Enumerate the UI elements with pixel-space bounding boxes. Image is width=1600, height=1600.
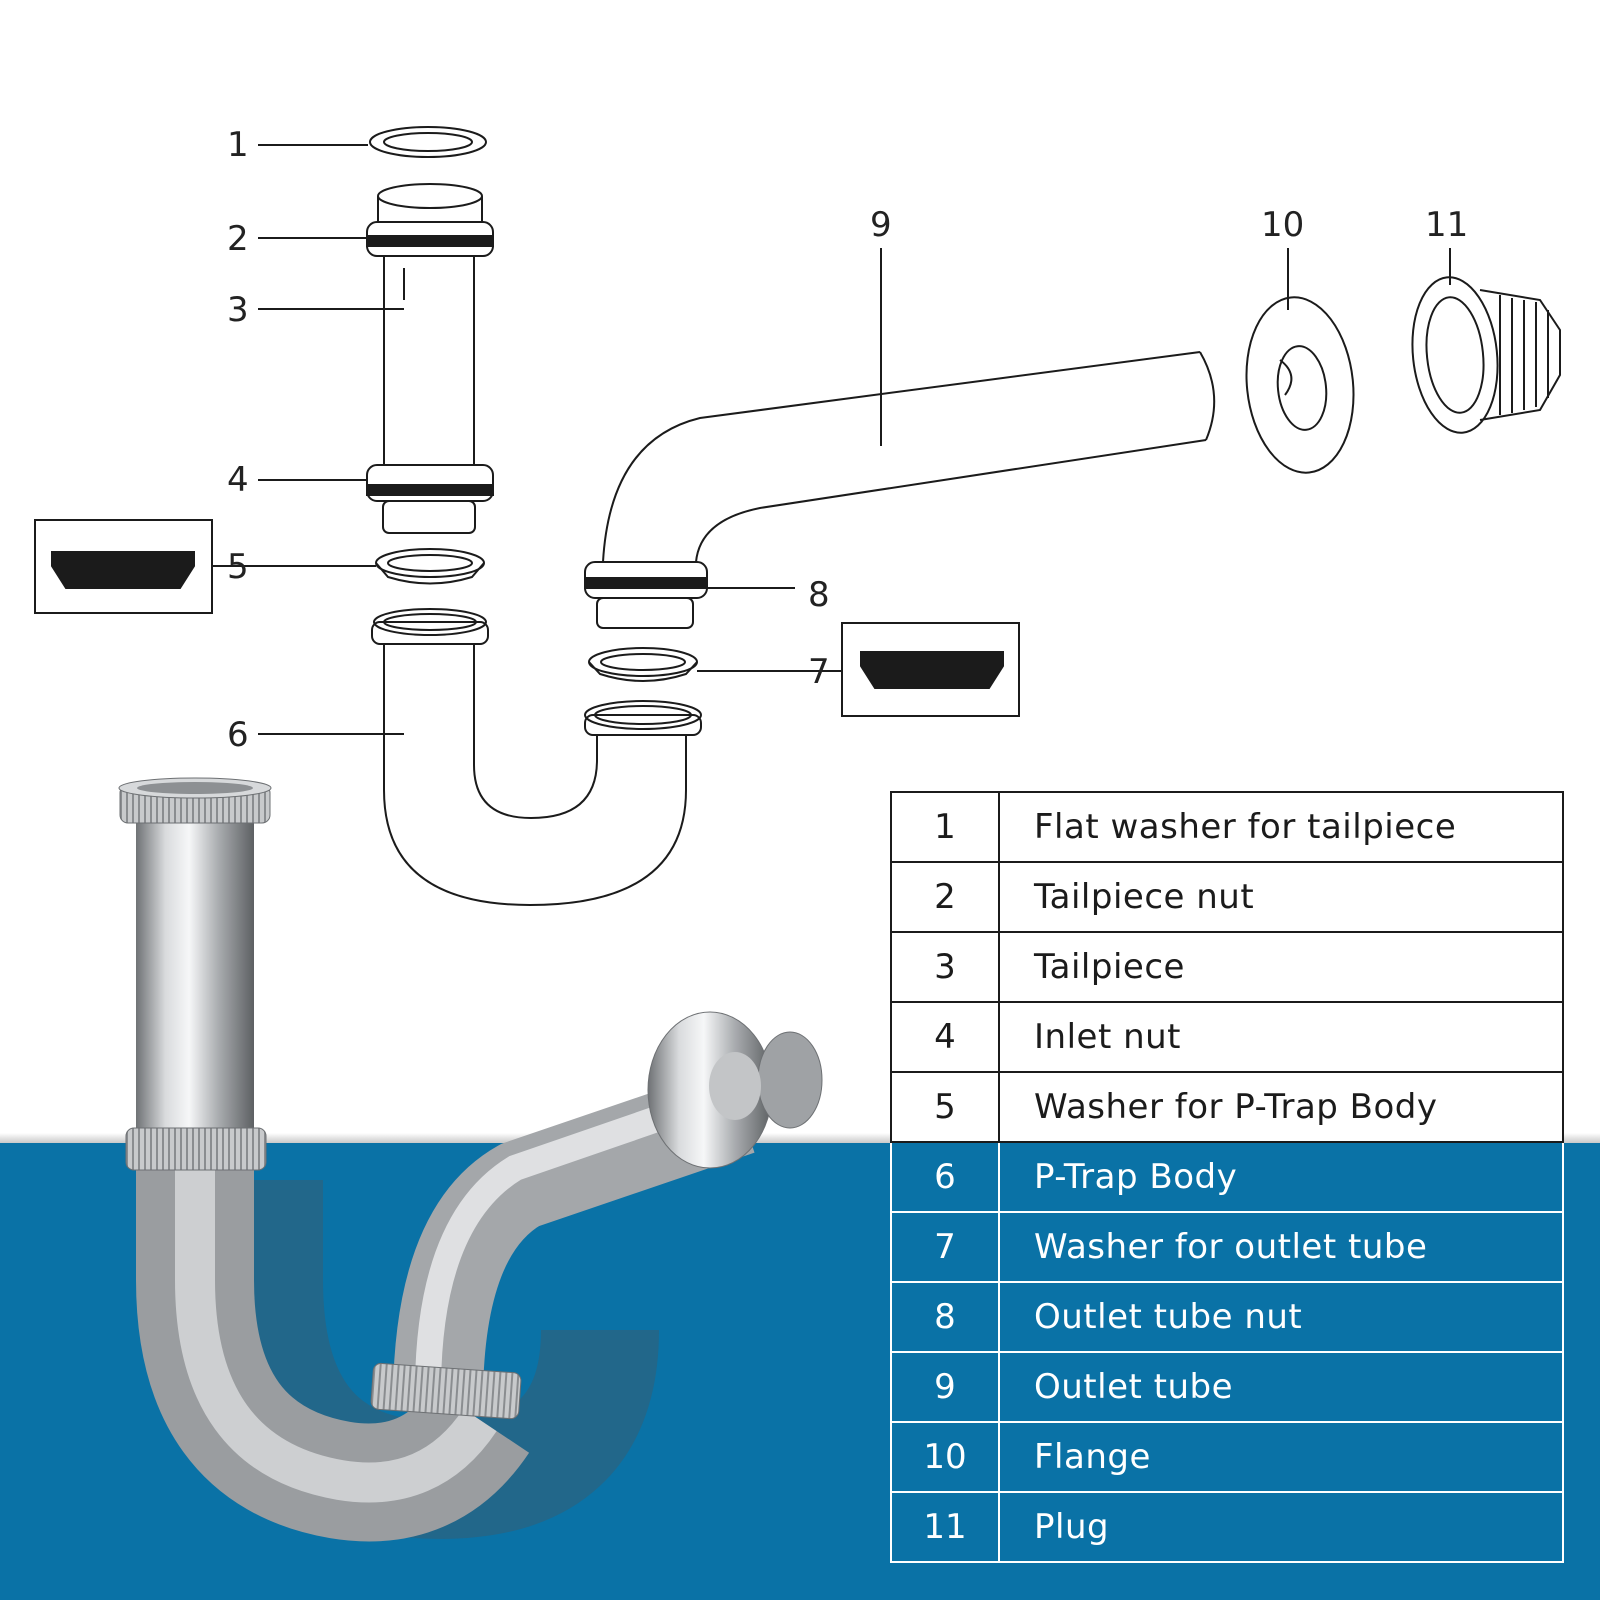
part-number: 11 [890, 1491, 1000, 1563]
part-label: Inlet nut [998, 1001, 1564, 1073]
table-row: 9 Outlet tube [890, 1351, 1564, 1423]
washer-7-profile [860, 651, 1004, 689]
part-number: 7 [890, 1211, 1000, 1283]
part-number: 9 [890, 1351, 1000, 1423]
table-row: 10 Flange [890, 1421, 1564, 1493]
table-row: 11 Plug [890, 1491, 1564, 1563]
table-row: 2 Tailpiece nut [890, 861, 1564, 933]
callout-6: 6 [227, 715, 249, 755]
callout-11: 11 [1425, 205, 1469, 245]
table-row: 8 Outlet tube nut [890, 1281, 1564, 1353]
table-row: 4 Inlet nut [890, 1001, 1564, 1073]
tailpiece-nut-drawing [366, 183, 494, 257]
part-number: 1 [890, 791, 1000, 863]
p-trap-photo [118, 777, 823, 1542]
leader-lines [212, 144, 1451, 735]
callout-7: 7 [808, 652, 830, 692]
part-label: Plug [998, 1491, 1564, 1563]
outlet-tube-nut-drawing [584, 561, 708, 629]
part-number: 10 [890, 1421, 1000, 1493]
callout-10: 10 [1261, 205, 1305, 245]
inlet-nut-drawing [366, 464, 494, 534]
washer-5-profile [51, 551, 195, 589]
flange-drawing [1245, 296, 1355, 474]
plug-drawing [1411, 276, 1561, 434]
part-label: Flange [998, 1421, 1564, 1493]
part-label: Flat washer for tailpiece [998, 791, 1564, 863]
callout-5: 5 [227, 547, 249, 587]
part-label: Tailpiece [998, 931, 1564, 1003]
part-label: Tailpiece nut [998, 861, 1564, 933]
table-row: 7 Washer for outlet tube [890, 1211, 1564, 1283]
callout-2: 2 [227, 219, 249, 259]
callout-3: 3 [227, 290, 249, 330]
band-shadow [0, 1133, 1600, 1143]
outlet-tube-drawing [602, 351, 1216, 563]
washer-7-inset-box [841, 622, 1020, 717]
part-label: Washer for P-Trap Body [998, 1071, 1564, 1143]
part-label: Washer for outlet tube [998, 1211, 1564, 1283]
part-number: 2 [890, 861, 1000, 933]
callout-8: 8 [808, 575, 830, 615]
washer-outlet-drawing [588, 647, 698, 682]
part-label: Outlet tube nut [998, 1281, 1564, 1353]
callout-9: 9 [870, 205, 892, 245]
callout-1: 1 [227, 125, 249, 165]
part-number: 6 [890, 1141, 1000, 1213]
part-label: Outlet tube [998, 1351, 1564, 1423]
part-number: 5 [890, 1071, 1000, 1143]
table-row: 1 Flat washer for tailpiece [890, 791, 1564, 863]
part-number: 8 [890, 1281, 1000, 1353]
table-row: 3 Tailpiece [890, 931, 1564, 1003]
washer-p-trap-drawing [375, 548, 485, 585]
part-number: 4 [890, 1001, 1000, 1073]
tailpiece-drawing [383, 256, 475, 465]
table-row: 5 Washer for P-Trap Body [890, 1071, 1564, 1143]
p-trap-body-drawing [371, 608, 702, 907]
parts-table: 1 Flat washer for tailpiece 2 Tailpiece … [890, 791, 1564, 1563]
callout-4: 4 [227, 460, 249, 500]
part-label: P-Trap Body [998, 1141, 1564, 1213]
part-number: 3 [890, 931, 1000, 1003]
flat-washer-drawing [369, 126, 487, 158]
table-row: 6 P-Trap Body [890, 1141, 1564, 1213]
